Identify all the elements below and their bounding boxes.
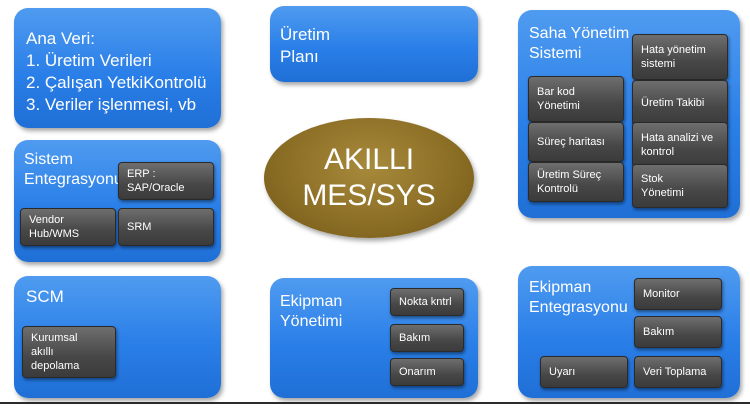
center-akilli-mes: AKILLI MES/SYS xyxy=(264,118,474,238)
saha-item-hata-analizi: Hata analizi ve kontrol xyxy=(632,122,728,168)
saha-item-stok: Stok Yönetimi xyxy=(632,164,728,208)
panel-scm: SCM Kurumsal akıllı depolama xyxy=(14,276,221,398)
ana-veri-line-2: 2. Çalışan YetkiKontrolü xyxy=(26,73,207,92)
ekipman-yonetimi-item-onarim: Onarım xyxy=(390,358,464,386)
ana-veri-line-1: 1. Üretim Verileri xyxy=(26,51,152,70)
uretim-plani-title: Üretim Planı xyxy=(280,25,331,66)
panel-saha-yonetim: Saha Yönetim Sistemi Hata yönetim sistem… xyxy=(518,10,740,218)
ekipman-entegrasyonu-item-bakim: Bakım xyxy=(634,316,722,348)
ana-veri-line-3: 3. Veriler işlenmesi, vb xyxy=(26,95,197,114)
ana-veri-title: Ana Veri: xyxy=(26,29,95,48)
ekipman-yonetimi-item-nokta: Nokta kntrl xyxy=(390,288,464,316)
ekipman-entegrasyonu-item-uyari: Uyarı xyxy=(540,356,628,388)
panel-uretim-plani: Üretim Planı xyxy=(270,6,478,82)
ekipman-entegrasyonu-item-monitor: Monitor xyxy=(634,278,722,310)
saha-item-surec-haritasi: Süreç haritası xyxy=(528,122,624,162)
panel-ekipman-yonetimi: Ekipman Yönetimi Nokta kntrl Bakım Onarı… xyxy=(270,278,478,398)
panel-ekipman-entegrasyonu: Ekipman Entegrasyonu Monitor Bakım Uyarı… xyxy=(518,266,740,398)
sistem-item-srm: SRM xyxy=(118,208,214,246)
sistem-item-erp: ERP : SAP/Oracle xyxy=(118,162,214,200)
scm-title: SCM xyxy=(26,287,64,306)
bottom-divider xyxy=(0,402,750,404)
saha-item-uretim-surec: Üretim Süreç Kontrolü xyxy=(528,162,624,202)
saha-item-bar-kod: Bar kod Yönetimi xyxy=(528,76,624,122)
ekipman-entegrasyonu-item-veri-toplama: Veri Toplama xyxy=(634,356,722,388)
saha-item-uretim-takibi: Üretim Takibi xyxy=(632,80,728,126)
ekipman-yonetimi-title: Ekipman Yönetimi xyxy=(280,293,343,330)
saha-item-hata-yonetim: Hata yönetim sistemi xyxy=(632,34,728,80)
scm-item-depolama: Kurumsal akıllı depolama xyxy=(22,326,116,378)
ekipman-yonetimi-item-bakim: Bakım xyxy=(390,324,464,352)
ekipman-entegrasyonu-title: Ekipman Entegrasyonu xyxy=(529,279,628,316)
saha-title: Saha Yönetim Sistemi xyxy=(529,25,630,62)
panel-ana-veri: Ana Veri: 1. Üretim Verileri 2. Çalışan … xyxy=(14,8,221,128)
panel-sistem-entegrasyonu: Sistem Entegrasyonu ERP : SAP/Oracle Ven… xyxy=(14,140,221,262)
sistem-item-vendor: Vendor Hub/WMS xyxy=(20,208,116,246)
sistem-title: Sistem Entegrasyonu xyxy=(24,151,123,188)
